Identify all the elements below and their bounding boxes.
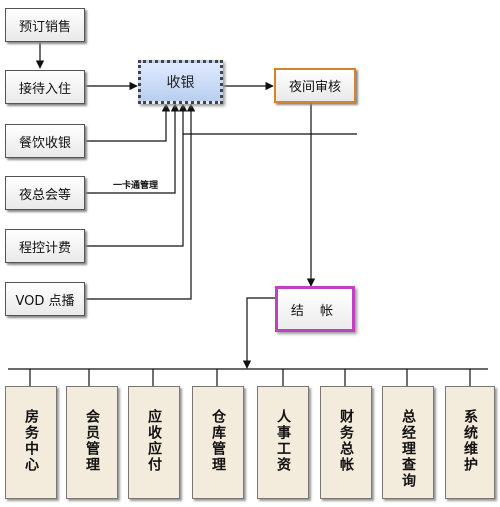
checkin-label: 接待入住 bbox=[18, 81, 71, 97]
phone-billing-label: 程控计费 bbox=[18, 240, 71, 256]
module-label: 财务总帐 bbox=[338, 409, 354, 473]
arrow-phone-to-cashier bbox=[85, 103, 188, 247]
arrow-catering-to-cashier bbox=[85, 103, 171, 142]
vod-label: VOD 点播 bbox=[15, 293, 75, 309]
arrow-nightclub-to-cashier bbox=[85, 103, 180, 194]
settlement-box: 结 帐 bbox=[275, 286, 355, 332]
presale-box: 预订销售 bbox=[5, 8, 85, 42]
catering-label: 餐饮收银 bbox=[18, 135, 71, 151]
module-label: 会员管理 bbox=[84, 409, 100, 473]
one-card-annotation: 一卡通管理 bbox=[113, 181, 159, 191]
settlement-label: 结 帐 bbox=[290, 303, 340, 319]
module-label: 房务中心 bbox=[23, 409, 39, 473]
module-hr-payroll: 人事工资 bbox=[257, 386, 309, 499]
module-member-management: 会员管理 bbox=[66, 386, 118, 499]
catering-box: 餐饮收银 bbox=[5, 124, 85, 158]
checkin-box: 接待入住 bbox=[5, 70, 85, 104]
module-label: 总经理查询 bbox=[400, 409, 416, 489]
module-label: 应收应付 bbox=[146, 409, 162, 473]
module-system-maintenance: 系统维护 bbox=[445, 386, 495, 499]
phone-billing-box: 程控计费 bbox=[5, 229, 85, 263]
arrow-vod-to-cashier bbox=[85, 103, 196, 300]
module-label: 仓库管理 bbox=[210, 409, 226, 473]
module-general-ledger: 财务总帐 bbox=[320, 386, 372, 499]
vod-box: VOD 点播 bbox=[5, 282, 85, 316]
night-audit-label: 夜间审核 bbox=[288, 80, 341, 95]
cashier-label: 收银 bbox=[166, 75, 195, 91]
cashier-box: 收银 bbox=[138, 60, 223, 104]
module-label: 系统维护 bbox=[462, 409, 478, 473]
night-audit-box: 夜间审核 bbox=[274, 68, 356, 103]
nightclub-box: 夜总会等 bbox=[5, 176, 85, 210]
module-gm-query: 总经理查询 bbox=[382, 386, 434, 499]
module-receivables-payables: 应收应付 bbox=[128, 386, 180, 499]
presale-label: 预订销售 bbox=[18, 19, 71, 35]
arrow-settlement-to-modules bbox=[242, 297, 275, 369]
module-warehouse-management: 仓库管理 bbox=[192, 386, 244, 499]
module-room-center: 房务中心 bbox=[5, 386, 57, 499]
module-label: 人事工资 bbox=[275, 409, 291, 473]
nightclub-label: 夜总会等 bbox=[18, 187, 71, 203]
